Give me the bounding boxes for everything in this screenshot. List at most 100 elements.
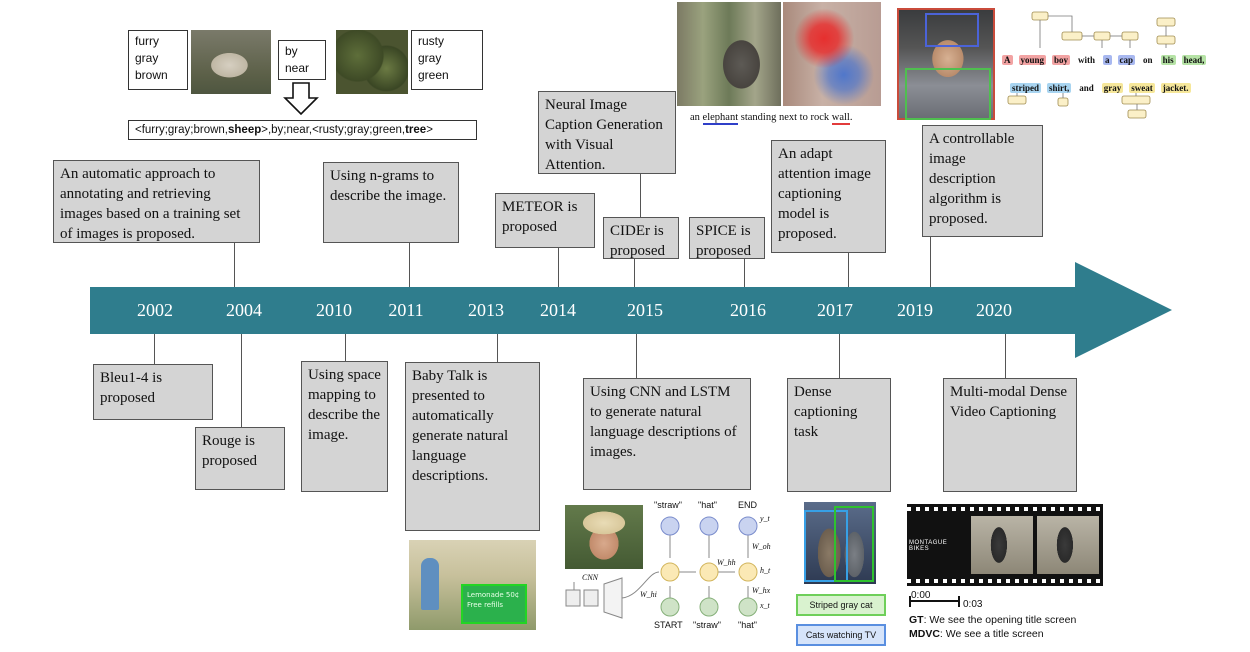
year-2011: 2011 [388,300,424,320]
connector [409,243,410,287]
year-2002: 2002 [137,300,173,320]
film-strip: MONTAGUE BIKES [907,504,1103,586]
event-2010-space-mapping: Using space mapping to describe the imag… [301,361,388,492]
caption-tag: on [1143,55,1153,65]
caption-tag: with [1078,55,1096,65]
elephant-caption: an elephant standing next to rock wall. [690,112,852,125]
caption-tag: boy [1052,55,1071,65]
connector [234,243,235,287]
year-2004: 2004 [226,300,262,320]
event-2002-bleu: Bleu1-4 is proposed [93,364,213,420]
connector [636,334,637,378]
connector [848,253,849,287]
event-2011-ngrams: Using n-grams to describe the image. [323,162,459,243]
weight-label: W_hx [752,586,771,595]
var-label: x_t [760,601,770,610]
event-2020-mdvc: Multi-modal Dense Video Captioning [943,378,1077,492]
lstm-diagram [565,516,758,619]
video-frame [1037,516,1099,574]
gt-label: GT [909,614,924,626]
sheep-photo [191,30,271,94]
connector [640,174,641,217]
sign-text: Lemonade 50¢ [467,591,520,599]
figure-controllable-caption: A young boy with a cap on his head, stri… [1002,8,1207,126]
down-arrow-icon [283,82,319,116]
weight-label: W_oh [752,542,771,551]
words-sheep: furry gray brown [128,30,188,90]
caption-tag: and [1079,83,1094,93]
triple-part: > [426,124,433,136]
video-frame [971,516,1033,574]
caption-line-1: A young boy with a cap on his head, [1002,50,1207,68]
caption-tag: head, [1181,55,1207,65]
lstm-bottom-label: START [654,620,683,630]
weight-label: W_hi [640,590,657,599]
event-2015-cider: CIDEr is proposed [603,217,679,259]
sign-text: Free refills [467,601,504,609]
connector [634,259,635,287]
weight-label: W_hh [717,558,736,567]
figure-video-captioning: MONTAGUE BIKES 0:00 0:03 GT: We see the … [907,504,1107,646]
year-2015: 2015 [627,300,663,320]
event-2004-annotating: An automatic approach to annotating and … [53,160,260,243]
lstm-bottom-label: "hat" [738,620,757,630]
triple-part: <furry;gray;brown, [135,124,228,136]
cnn-label: CNN [582,573,599,582]
child-figure [421,558,439,610]
event-2019-controllable: A controllable image description algorit… [922,125,1043,237]
frame-title: MONTAGUE BIKES [909,540,948,552]
year-2019: 2019 [897,300,933,320]
connector [930,237,931,287]
region-box [834,506,874,582]
connector [744,259,745,287]
lstm-top-label: "straw" [654,500,682,510]
lstm-bottom-label: "straw" [693,620,721,630]
lstm-top-label: END [738,500,758,510]
caption-tag: cap [1117,55,1136,65]
cats-photo [804,502,876,584]
caption-tag: gray [1101,83,1124,93]
caption-tag: striped [1010,83,1041,93]
mdvc-text: : We see a title screen [939,628,1044,640]
event-2017-dense-captioning: Dense captioning task [787,378,891,492]
caption-word-elephant: elephant [702,112,739,125]
caption-part: an [690,112,703,123]
connector [1005,334,1006,378]
year-2010: 2010 [316,300,352,320]
caption-tag: young [1018,55,1047,65]
lstm-top-label: "hat" [698,500,717,510]
connector [241,334,242,427]
dense-label-green: Striped gray cat [796,594,886,616]
region-box [804,510,848,582]
connector [558,248,559,287]
time-bar [909,596,960,607]
sign-board: Lemonade 50¢ Free refills [461,584,527,624]
connector [154,334,155,364]
year-2016: 2016 [730,300,766,320]
var-label: h_t [760,566,771,575]
tree-photo [336,30,408,94]
caption-part: standing next to rock [738,112,832,123]
words-tree: rusty gray green [411,30,483,90]
triple-part: >,by;near,<rusty;gray;green, [261,124,406,136]
figure-boy-regions [897,8,995,120]
triple-text: <furry;gray;brown,sheep>,by;near,<rusty;… [128,120,477,140]
figure-elephant-attention: an elephant standing next to rock wall. [677,0,882,132]
event-2014-meteor: METEOR is proposed [495,193,595,248]
time-end: 0:03 [963,599,983,610]
film-strip-bottom [907,579,1103,583]
figure-babytalk-photo: Lemonade 50¢ Free refills [409,540,536,630]
time-start: 0:00 [911,590,931,601]
caption-tag: shirt, [1047,83,1072,93]
event-2015-cnn-lstm: Using CNN and LSTM to generate natural l… [583,378,751,490]
caption-tag: sweat [1129,83,1155,93]
figure-cnn-lstm: "straw" "hat" END START "straw" "hat" CN… [560,500,775,635]
event-2013-baby-talk: Baby Talk is presented to automatically … [405,362,540,531]
gt-text: : We see the opening title screen [923,614,1077,626]
caption-tag: a [1103,55,1112,65]
gt-caption: GT: We see the opening title screen [909,614,1076,626]
event-2004-rouge: Rouge is proposed [195,427,285,490]
hat-man-photo [565,505,643,569]
year-2017: 2017 [817,300,853,320]
